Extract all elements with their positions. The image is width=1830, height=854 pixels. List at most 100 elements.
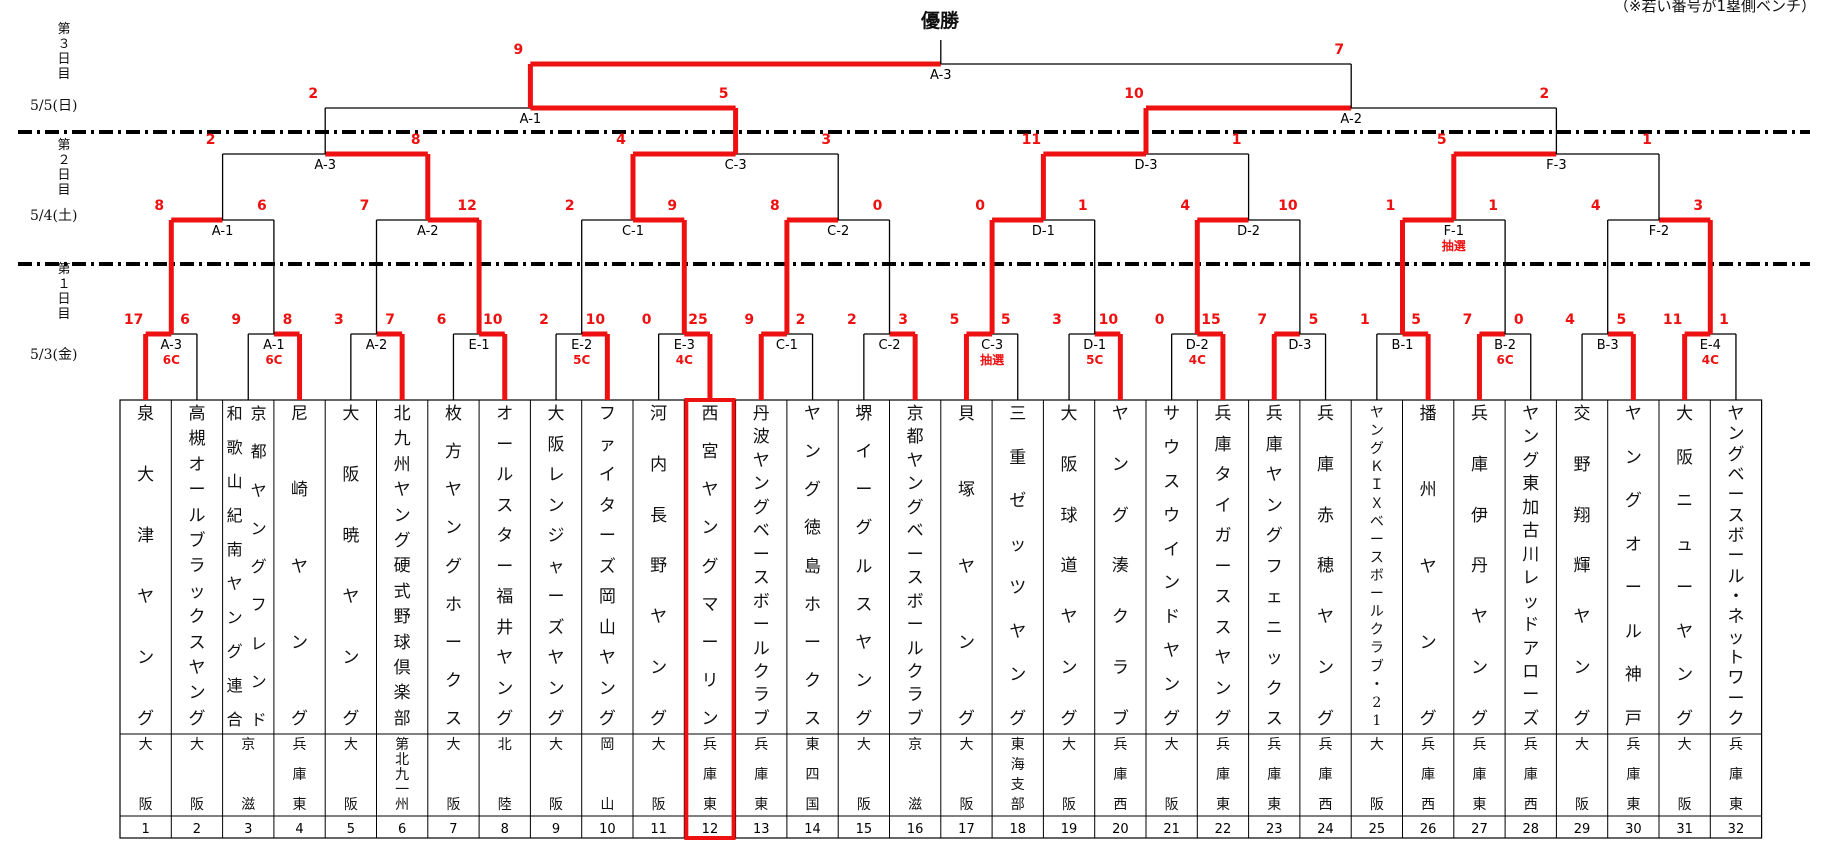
team-name-char: グ — [250, 557, 267, 576]
team-name-char: 貝 — [957, 404, 975, 424]
team-name-char: 庫 — [1470, 454, 1488, 475]
day2-date: 5/4(土) — [30, 208, 78, 224]
team-name-char: 南 — [226, 540, 243, 559]
match-label: E-2 — [571, 338, 592, 353]
score-left: 7 — [360, 198, 370, 214]
team-name-char: 2 — [1372, 694, 1382, 711]
day1-date: 5/3(金) — [30, 347, 78, 363]
team-name-char: 川 — [1522, 544, 1540, 565]
day1-label: 第１日目 — [57, 262, 71, 322]
team-name-char: ヤ — [650, 607, 668, 628]
team-name-char: ヤ — [547, 648, 565, 668]
team-name-char: イ — [1163, 539, 1181, 560]
team-name-char: ホ — [804, 594, 822, 615]
team-name: 京都ヤングフレンド — [249, 406, 269, 728]
team-name-char: 州 — [393, 454, 411, 475]
team-region: 大阪 — [1059, 738, 1079, 812]
score-right: 0 — [873, 198, 883, 214]
team-name-char: ヤ — [1624, 404, 1642, 424]
team-name-char: 阪 — [342, 465, 360, 485]
team-name-char: ス — [1214, 617, 1232, 638]
team-name-char: 東 — [292, 797, 307, 813]
team-name-char: ベ — [906, 521, 924, 542]
team-name-char: グ — [188, 708, 206, 729]
team-name-char: ュ — [1676, 534, 1694, 555]
score-right: 12 — [457, 198, 476, 214]
team-name-char: 硬 — [393, 556, 411, 577]
team-name-char: グ — [701, 556, 719, 577]
team-name-char: 阪 — [343, 797, 358, 813]
score-right: 3 — [1693, 198, 1703, 214]
team-name-char: グ — [906, 497, 924, 518]
team-name-char: 大 — [549, 737, 564, 753]
team-name-char: 楽 — [393, 683, 411, 704]
team-name-char: ヤ — [342, 587, 360, 607]
team-name: 大阪レンジャーズヤング — [546, 406, 566, 728]
team-name-char: ヤ — [393, 480, 411, 501]
score-right: 25 — [688, 312, 707, 328]
team-name-char: ー — [1214, 556, 1232, 577]
team-name-char: ー — [752, 615, 770, 636]
team-name-char: ン — [957, 632, 975, 653]
team-name-char: ブ — [906, 708, 924, 729]
team-name-char: ン — [1317, 658, 1335, 679]
score-right: 8 — [411, 132, 421, 148]
team-name-char: ヤ — [906, 450, 924, 471]
team-name-char: 槻 — [188, 429, 206, 450]
team-name-char: グ — [855, 709, 873, 729]
team-name-char: 湊 — [1111, 556, 1129, 577]
team-name-char: 第 — [395, 737, 410, 753]
team-name-char: ン — [1369, 423, 1384, 440]
team-name-char: 九 — [395, 767, 410, 783]
team-name-char: ヤ — [444, 480, 462, 501]
team-name-char: 州 — [395, 797, 410, 813]
team-number: 32 — [1728, 822, 1745, 837]
team-name-char: ワ — [1727, 668, 1745, 689]
team-name-char: 西 — [701, 404, 719, 424]
team-name-char: ヤ — [1163, 641, 1181, 662]
team-name-char: 兵 — [1472, 737, 1487, 753]
team-name: ヤング東加古川レッドアローズ — [1521, 406, 1541, 728]
team-name-char: ー — [1624, 578, 1642, 599]
score-right: 9 — [667, 198, 677, 214]
team-name-char: ラ — [1111, 658, 1129, 679]
team-name-char: 西 — [1421, 797, 1436, 813]
team-name-char: ボ — [752, 591, 770, 612]
team-name-char: ク — [752, 661, 770, 682]
team-name-char: ン — [752, 474, 770, 495]
team-name-char: ー — [752, 544, 770, 565]
team-name-char: ン — [137, 648, 155, 668]
team-name-char: グ — [226, 642, 243, 661]
team-name: 河内長野ヤング — [649, 406, 669, 728]
team-name-char: 西 — [1113, 797, 1128, 813]
team-name-char: ド — [1163, 607, 1181, 628]
team-name-char: 兵 — [1267, 737, 1282, 753]
score-left: 2 — [308, 86, 318, 102]
team-name-char: 東 — [754, 797, 769, 813]
team-name: ファイターズ岡山ヤング — [597, 406, 617, 728]
team-name-char: ベ — [1369, 513, 1384, 530]
team-number: 12 — [702, 822, 719, 837]
team-name-char: 支 — [1010, 777, 1025, 793]
score-right: 5 — [1309, 312, 1319, 328]
team-name-char: ブ — [188, 531, 206, 552]
team-name-char: グ — [957, 709, 975, 729]
match-label: A-2 — [417, 224, 439, 239]
team-number: 15 — [856, 822, 873, 837]
team-name-char: グ — [1111, 505, 1129, 526]
team-name-char: グ — [1676, 708, 1694, 729]
team-name-char: 宮 — [701, 442, 719, 463]
match-label: E-3 — [674, 338, 695, 353]
team-name-char: 阪 — [651, 797, 666, 813]
match-label: C-3 — [981, 338, 1003, 353]
team-name-char: 1 — [1372, 712, 1382, 729]
score-right: 5 — [1616, 312, 1626, 328]
team-name-char: 古 — [1522, 521, 1540, 542]
score-right: 2 — [796, 312, 806, 328]
team-name-char: 内 — [650, 454, 668, 475]
team-region: 北陸 — [495, 738, 515, 812]
team-number: 1 — [142, 822, 150, 837]
team-name-char: ニ — [1676, 491, 1694, 512]
score-left: 5 — [1437, 132, 1447, 148]
team-name-char: 赤 — [1317, 505, 1335, 526]
